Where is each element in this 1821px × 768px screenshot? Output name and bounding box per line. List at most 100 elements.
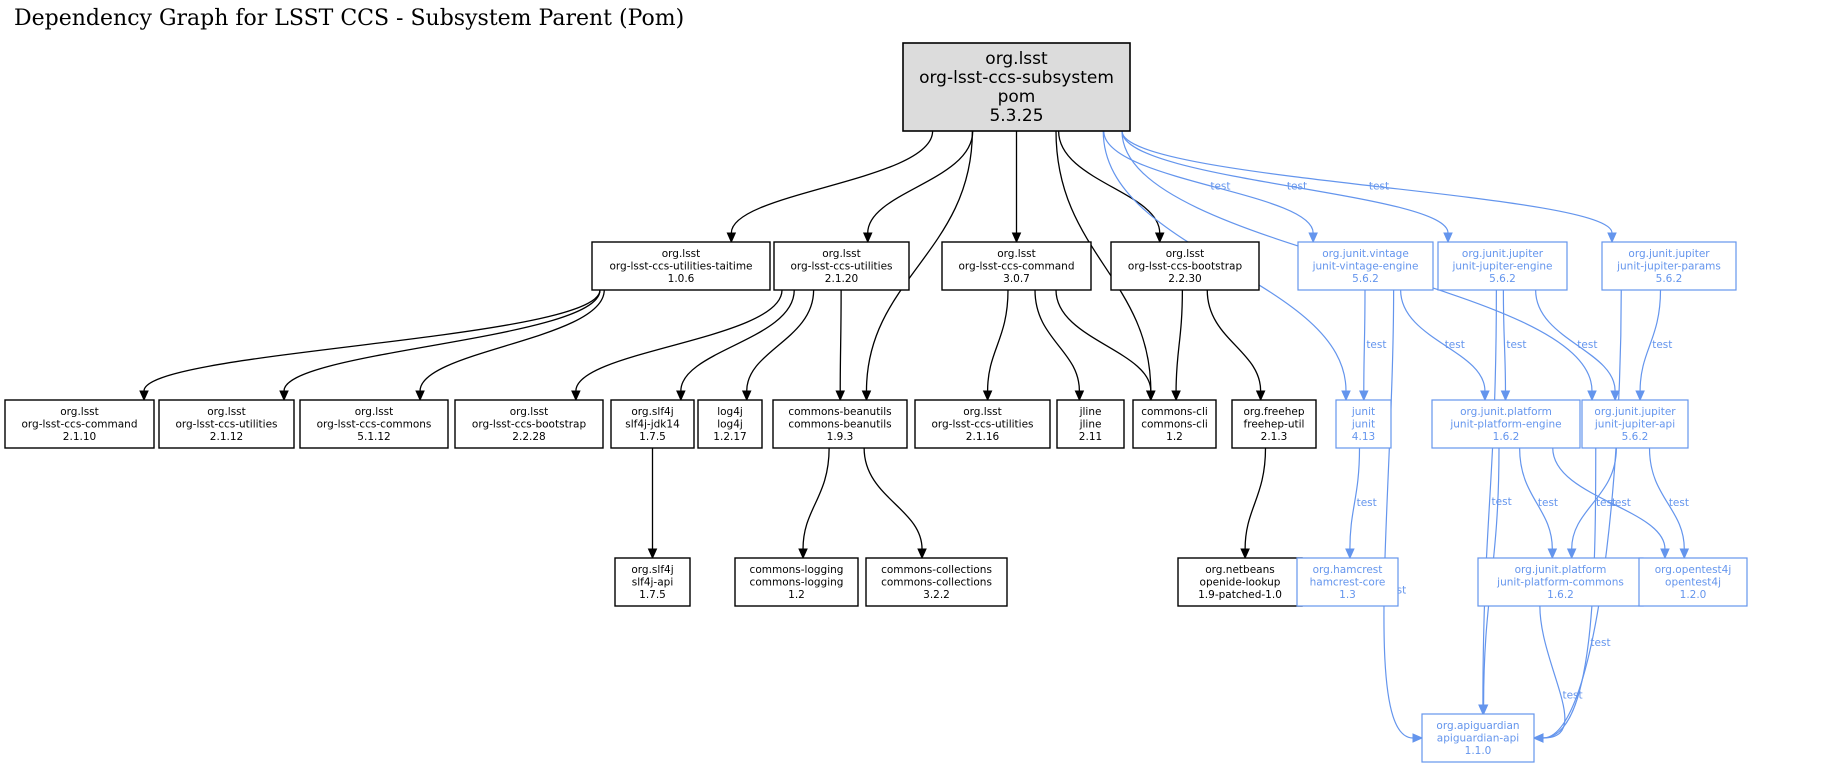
edge-arrowhead <box>1500 390 1511 402</box>
edge-arrowhead <box>798 548 808 560</box>
edge-arrowhead <box>1011 232 1022 244</box>
edge-jupiterEngine-to-platformEngine: test <box>1500 289 1527 402</box>
node-box <box>772 399 908 449</box>
node-box <box>1296 557 1399 607</box>
node-label-line: org-lsst-ccs-command <box>959 261 1075 273</box>
node-label-line: junit-jupiter-api <box>1594 419 1675 431</box>
node-label-line: org-lsst-ccs-commons <box>317 419 432 431</box>
edge-root-to-utilities2120 <box>862 130 974 244</box>
node-label-line: 5.6.2 <box>1656 273 1683 285</box>
edge-bootstrap2230-to-freehep <box>1206 289 1266 402</box>
edge-arrowhead <box>1154 232 1165 244</box>
node-label-line: 1.2 <box>1166 431 1183 443</box>
node-label-line: commons-cli <box>1141 419 1208 431</box>
edge-label: test <box>1210 180 1230 192</box>
node-vintage: org.junit.vintagejunit-vintage-engine5.6… <box>1297 241 1434 291</box>
edge-junit-to-hamcrest: test <box>1345 447 1377 560</box>
edge-arrowhead <box>1240 548 1250 560</box>
edge-freehep-to-openide <box>1240 447 1267 560</box>
edge-arrowhead <box>1587 390 1597 402</box>
node-label-line: 2.1.3 <box>1261 431 1288 443</box>
node-label-line: 5.3.25 <box>989 106 1043 126</box>
node-label-line: jline <box>1079 419 1102 431</box>
node-box <box>1132 399 1217 449</box>
edge-arrowhead <box>1171 390 1181 402</box>
edge-arrowhead <box>835 390 845 402</box>
edge-label: test <box>1369 180 1389 192</box>
node-label-line: pom <box>998 87 1036 107</box>
node-label-line: 1.2.0 <box>1680 589 1707 601</box>
edge-line <box>575 289 783 392</box>
node-label-line: 2.1.10 <box>63 431 96 443</box>
edge-utilities2120-to-slf4jJdk14 <box>676 289 795 402</box>
node-label-line: 5.6.2 <box>1489 273 1516 285</box>
edge-line <box>1502 289 1507 392</box>
edge-utilities2120-to-beanutils <box>835 289 845 402</box>
node-label-line: org.junit.platform <box>1515 564 1607 576</box>
edge-line <box>1121 130 1613 234</box>
edge-line <box>730 130 934 234</box>
edge-utilities2120-to-log4j <box>741 289 815 402</box>
edge-line <box>680 289 795 392</box>
node-label-line: org-lsst-ccs-bootstrap <box>472 419 587 431</box>
node-label-line: jline <box>1079 406 1102 418</box>
edge-line <box>1639 289 1662 392</box>
node-label-line: 1.2 <box>788 589 805 601</box>
edge-arrowhead <box>1074 390 1085 402</box>
edge-arrowhead <box>676 390 686 402</box>
node-label-line: slf4j-jdk14 <box>625 419 680 431</box>
edge-label: test <box>1652 339 1672 351</box>
edge-label: test <box>1562 689 1582 701</box>
edge-jupiterParams-to-jupiterApi: test <box>1635 289 1672 402</box>
node-label-line: commons-logging <box>750 577 844 589</box>
edge-utilities2120-to-bootstrap2228 <box>571 289 783 402</box>
node-collections: commons-collectionscommons-collections3.… <box>865 557 1008 607</box>
node-box <box>614 557 691 607</box>
node-label-line: junit-platform-engine <box>1449 419 1561 431</box>
node-label-line: junit-jupiter-params <box>1616 261 1721 273</box>
node-platformCommons: org.junit.platformjunit-platform-commons… <box>1477 557 1644 607</box>
edge-arrowhead <box>415 390 425 402</box>
node-label-line: junit-jupiter-engine <box>1451 261 1552 273</box>
edge-jupiterEngine-to-jupiterApi: test <box>1535 289 1620 402</box>
edge-line <box>986 289 1009 392</box>
node-label-line: commons-cli <box>1141 406 1208 418</box>
edge-arrowhead <box>1610 390 1620 402</box>
edge-line <box>865 130 974 392</box>
edge-vintage-to-platformEngine: test <box>1400 289 1490 402</box>
node-label-line: junit-vintage-engine <box>1312 261 1419 273</box>
edge-line <box>1535 289 1616 392</box>
node-label-line: 5.6.2 <box>1622 431 1649 443</box>
node-label-line: 2.2.30 <box>1168 273 1201 285</box>
node-label-line: junit <box>1351 406 1375 418</box>
edge-line <box>1648 447 1685 550</box>
edge-arrowhead <box>1443 232 1453 244</box>
edge-root-to-command307 <box>1011 130 1022 244</box>
node-label-line: org.slf4j <box>631 406 673 418</box>
node-label-line: 3.0.7 <box>1003 273 1030 285</box>
edge-line <box>1244 447 1267 550</box>
edge-beanutils-to-logging <box>798 447 830 560</box>
node-label-line: 2.1.12 <box>210 431 243 443</box>
node-label-line: 3.2.2 <box>923 589 950 601</box>
node-label-line: freehep-util <box>1244 419 1305 431</box>
node-jupiterParams: org.junit.jupiterjunit-jupiter-params5.6… <box>1601 241 1737 291</box>
node-box <box>1431 399 1581 449</box>
node-openide: org.netbeansopenide-lookup1.9-patched-1.… <box>1177 557 1303 607</box>
node-label-line: org.junit.platform <box>1460 406 1552 418</box>
node-label-line: 2.2.28 <box>512 431 545 443</box>
node-label-line: 5.6.2 <box>1352 273 1379 285</box>
node-label-line: org-lsst-ccs-subsystem <box>919 68 1114 88</box>
edge-label: test <box>1357 497 1377 509</box>
